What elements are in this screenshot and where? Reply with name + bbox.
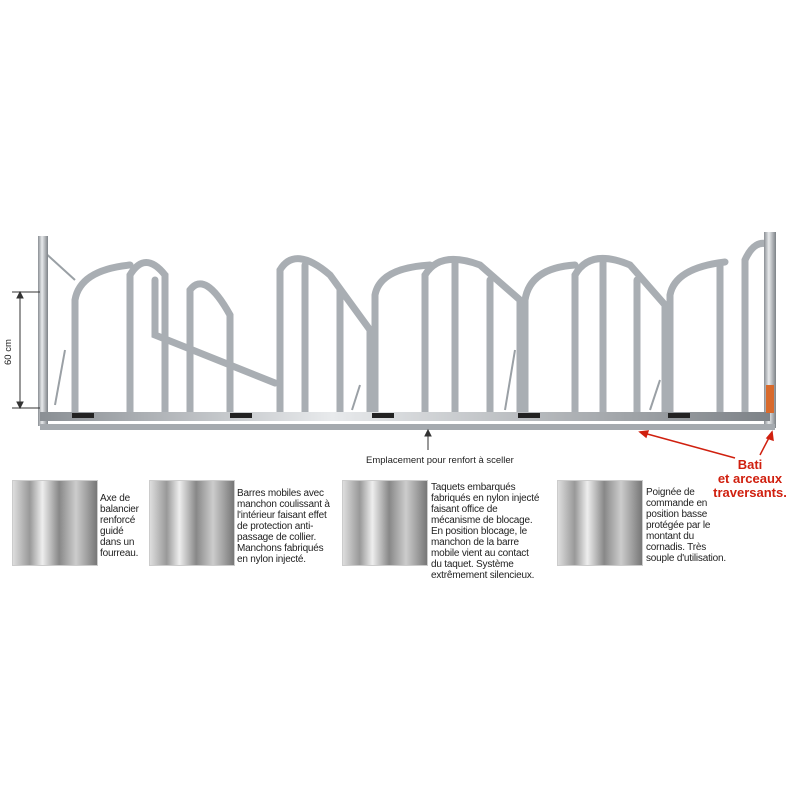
detail-caption-4: Poignée de commande en position basse pr… [646,487,726,564]
right-post [764,232,776,428]
frame-label-line3: traversants. [713,485,787,500]
left-post [38,236,48,426]
detail-caption-3: Taquets embarqués fabriqués en nylon inj… [431,482,540,581]
top-rail [40,412,770,421]
frame-label-line2: et arceaux [717,471,783,486]
feed-barrier-illustration [12,232,776,459]
dimension-label: 60 cm [3,339,14,365]
frame-label-line1: Bati [737,457,763,472]
detail-photo-mobile-bar [149,480,235,566]
frame-arrows [638,430,774,459]
gate-bars [71,239,774,419]
detail-caption-2: Barres mobiles avec manchon coulissant à… [237,488,330,565]
anchor-label: Emplacement pour renfort à sceller [366,455,514,466]
anchor-arrow [424,428,432,450]
detail-photo-pivot-axis [12,480,98,566]
bottom-rail [40,424,775,430]
handle [766,385,774,413]
detail-caption-1: Axe de balancier renforcé guidé dans un … [100,493,139,559]
detail-photo-handle [557,480,643,566]
dimension-line [12,290,40,410]
frame-label: Bati et arceaux traversants. [700,458,800,500]
detail-photo-stop [342,480,428,566]
